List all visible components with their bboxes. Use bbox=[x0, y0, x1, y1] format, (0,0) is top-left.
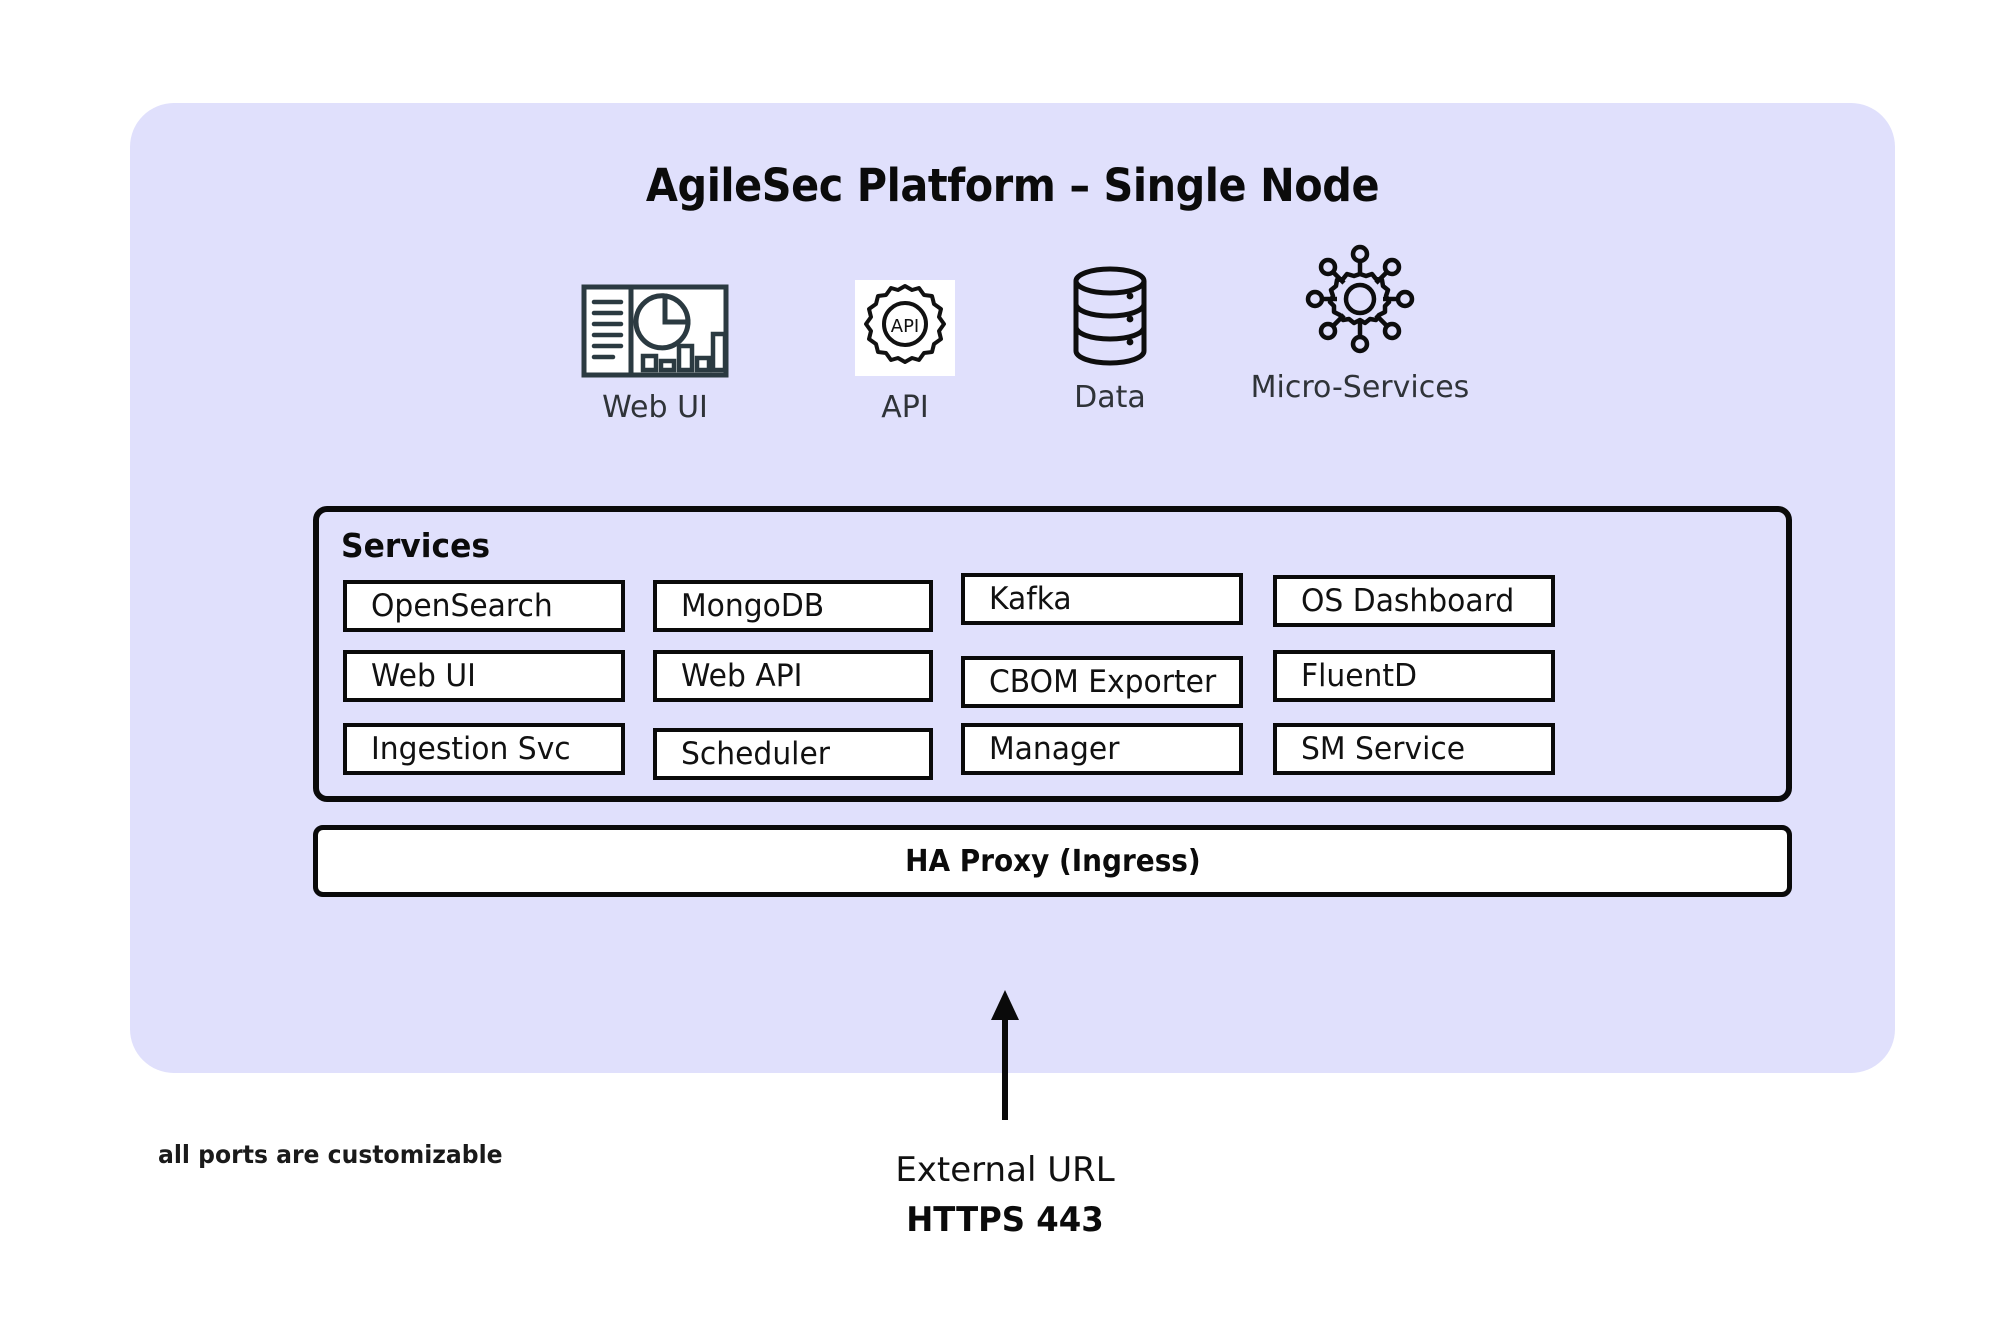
service-label: SM Service bbox=[1301, 731, 1466, 767]
service-label: Manager bbox=[989, 731, 1120, 767]
service-label: Web UI bbox=[371, 658, 476, 694]
service-label: Web API bbox=[681, 658, 803, 694]
ports-customizable-note: all ports are customizable bbox=[158, 1140, 503, 1169]
ha-proxy-label: HA Proxy (Ingress) bbox=[904, 843, 1201, 879]
database-icon bbox=[1010, 260, 1210, 368]
capability-label-micro-services: Micro-Services bbox=[1250, 370, 1470, 405]
ha-proxy-ingress-box[interactable]: HA Proxy (Ingress) bbox=[313, 825, 1792, 897]
capability-data: Data bbox=[1010, 260, 1210, 415]
service-label: MongoDB bbox=[681, 588, 825, 624]
service-box-sm-service[interactable]: SM Service bbox=[1273, 723, 1555, 775]
service-box-web-api[interactable]: Web API bbox=[653, 650, 933, 702]
service-label: OpenSearch bbox=[371, 588, 553, 624]
capability-label-api: API bbox=[881, 390, 929, 425]
capability-api: API API bbox=[805, 270, 1005, 425]
platform-panel: AgileSec Platform – Single Node bbox=[130, 103, 1895, 1073]
capability-label-web-ui: Web UI bbox=[602, 390, 708, 425]
api-gear-icon: API bbox=[805, 270, 1005, 378]
service-label: Ingestion Svc bbox=[371, 731, 571, 767]
service-label: FluentD bbox=[1301, 658, 1418, 694]
dashboard-icon bbox=[555, 270, 755, 378]
external-url-port: HTTPS 443 bbox=[906, 1200, 1104, 1240]
service-label: Scheduler bbox=[681, 736, 830, 772]
service-box-cbom-exporter[interactable]: CBOM Exporter bbox=[961, 656, 1243, 708]
external-url-label: External URL bbox=[895, 1150, 1115, 1190]
service-box-ingestion-svc[interactable]: Ingestion Svc bbox=[343, 723, 625, 775]
external-url-group: External URL HTTPS 443 bbox=[785, 1150, 1225, 1240]
service-box-opensearch[interactable]: OpenSearch bbox=[343, 580, 625, 632]
microservices-icon bbox=[1165, 244, 1555, 358]
capability-micro-services: Micro-Services bbox=[1165, 244, 1555, 405]
service-label: OS Dashboard bbox=[1301, 583, 1515, 619]
service-box-web-ui[interactable]: Web UI bbox=[343, 650, 625, 702]
service-box-fluentd[interactable]: FluentD bbox=[1273, 650, 1555, 702]
services-container: Services OpenSearch Web UI Ingestion Svc… bbox=[313, 506, 1792, 802]
services-heading: Services bbox=[341, 526, 491, 565]
service-label: CBOM Exporter bbox=[989, 664, 1217, 700]
service-box-mongodb[interactable]: MongoDB bbox=[653, 580, 933, 632]
service-box-manager[interactable]: Manager bbox=[961, 723, 1243, 775]
svg-text:API: API bbox=[891, 316, 919, 337]
service-box-scheduler[interactable]: Scheduler bbox=[653, 728, 933, 780]
service-box-kafka[interactable]: Kafka bbox=[961, 573, 1243, 625]
services-grid: OpenSearch Web UI Ingestion Svc MongoDB … bbox=[341, 573, 1773, 794]
capability-label-data: Data bbox=[1074, 380, 1146, 415]
service-label: Kafka bbox=[989, 581, 1072, 617]
up-arrow-icon bbox=[985, 990, 1025, 1120]
capability-icon-strip: Web UI API API bbox=[560, 244, 1590, 468]
page-title: AgileSec Platform – Single Node bbox=[645, 159, 1380, 212]
capability-web-ui: Web UI bbox=[555, 270, 755, 425]
service-box-os-dashboard[interactable]: OS Dashboard bbox=[1273, 575, 1555, 627]
